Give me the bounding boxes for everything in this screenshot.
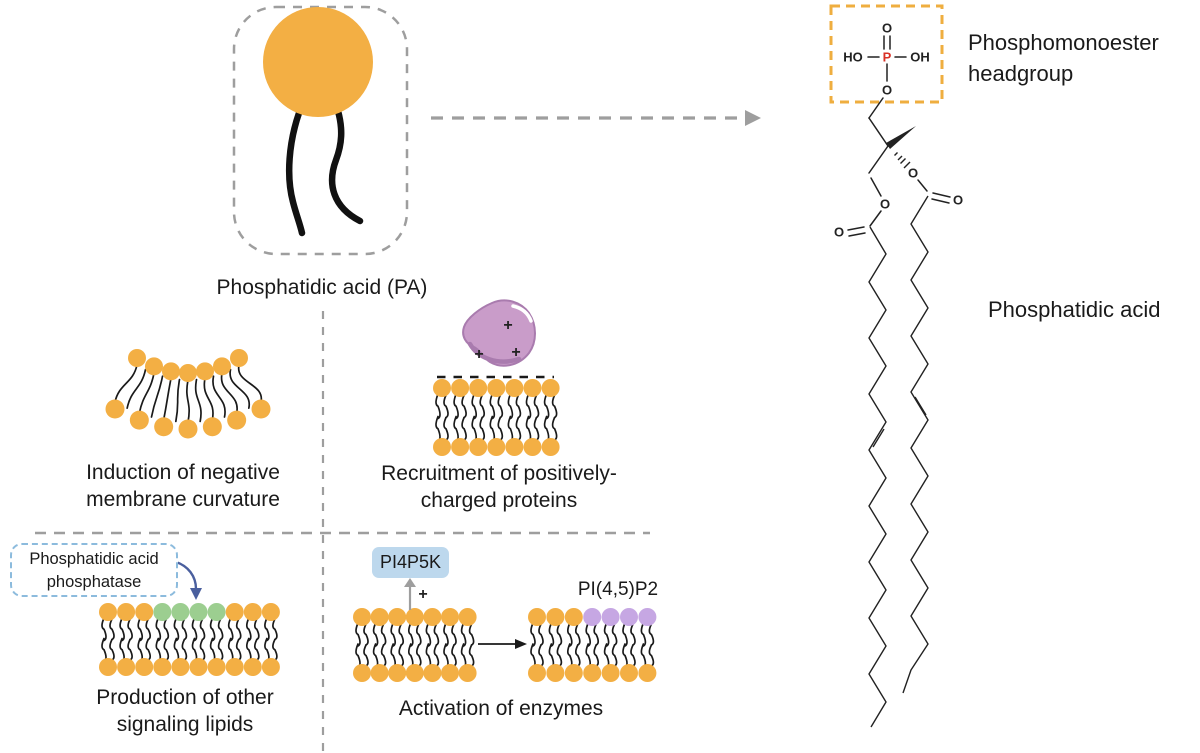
pa-tail-left bbox=[285, 109, 306, 237]
double-bond-right bbox=[914, 396, 927, 416]
label-activation: Activation of enzymes bbox=[398, 697, 604, 720]
chemical-structure: O HO P OH O O O O bbox=[829, 4, 963, 728]
label-headgroup: Phosphomonoester headgroup bbox=[968, 27, 1198, 89]
acyl-chain-left bbox=[868, 226, 887, 728]
protein-plus-2: + bbox=[474, 346, 483, 363]
atom-p: P bbox=[883, 50, 892, 65]
activation-left-membrane bbox=[353, 608, 477, 682]
curved-membrane bbox=[105, 349, 271, 439]
pa-dashed-frame bbox=[232, 5, 409, 256]
label-recruitment: Recruitment of positively- charged prote… bbox=[374, 460, 624, 514]
double-bond-left bbox=[872, 428, 885, 448]
label-headgroup-line2: headgroup bbox=[968, 61, 1074, 86]
label-recruitment-line2: charged proteins bbox=[420, 489, 578, 512]
overview-to-structure-arrow bbox=[431, 110, 761, 126]
label-production: Production of other signaling lipids bbox=[60, 684, 310, 738]
phosphatase-line2: phosphatase bbox=[46, 573, 142, 591]
protein-shadow-edge bbox=[467, 341, 522, 364]
atom-oh: OH bbox=[910, 50, 930, 65]
label-curvature-line1: Induction of negative bbox=[86, 461, 280, 484]
up-arrowhead-icon bbox=[404, 578, 416, 587]
label-curvature: Induction of negative membrane curvature bbox=[58, 459, 308, 513]
acyl-chain-right bbox=[902, 195, 929, 694]
kinase-activation-arrow: + bbox=[404, 578, 428, 610]
right-arrowhead-icon bbox=[515, 639, 527, 649]
recruitment-membrane bbox=[433, 379, 560, 456]
curved-arrowhead-icon bbox=[190, 588, 202, 600]
pa-cartoon-label: Phosphatidic acid (PA) bbox=[216, 276, 428, 299]
phosphatase-enzyme-box: Phosphatidic acid phosphatase bbox=[10, 543, 178, 597]
dashed-arrowhead-icon bbox=[745, 110, 761, 126]
phosphatase-arrow bbox=[175, 560, 202, 600]
kinase-badge: PI4P5K bbox=[372, 547, 449, 578]
label-molecule: Phosphatidic acid bbox=[988, 297, 1161, 322]
production-membrane bbox=[99, 603, 280, 676]
wedge-bond bbox=[886, 126, 916, 149]
label-recruitment-line1: Recruitment of positively- bbox=[381, 462, 617, 485]
activation-plus: + bbox=[418, 586, 427, 603]
protein-plus-3: + bbox=[511, 344, 520, 361]
pa-tail-right bbox=[328, 107, 364, 225]
atom-ho: HO bbox=[843, 50, 863, 65]
protein-plus-1: + bbox=[503, 317, 512, 334]
atom-o-carbonyl-right: O bbox=[953, 193, 963, 208]
protein-highlight bbox=[511, 304, 533, 323]
atom-o-carbonyl-left: O bbox=[834, 225, 844, 240]
pa-headgroup-circle bbox=[263, 7, 373, 117]
hashed-bond bbox=[894, 152, 911, 169]
headgroup-dashed-box bbox=[829, 4, 944, 104]
atom-o-ester-right: O bbox=[908, 166, 918, 181]
activation-right-membrane bbox=[528, 608, 657, 682]
atom-o-link: O bbox=[882, 83, 892, 98]
atom-o-ester-left: O bbox=[880, 197, 890, 212]
product-label: PI(4,5)P2 bbox=[577, 579, 659, 600]
label-production-line2: signaling lipids bbox=[116, 713, 254, 736]
conversion-arrow bbox=[478, 639, 527, 649]
label-curvature-line2: membrane curvature bbox=[86, 488, 280, 511]
protein-blob bbox=[462, 299, 536, 367]
phosphatase-line1: Phosphatidic acid bbox=[29, 550, 159, 568]
positively-charged-protein: + + + bbox=[462, 299, 536, 367]
label-production-line1: Production of other bbox=[96, 686, 274, 709]
atom-o-top: O bbox=[882, 21, 892, 36]
pa-cartoon bbox=[232, 5, 409, 256]
label-headgroup-line1: Phosphomonoester bbox=[968, 30, 1159, 55]
